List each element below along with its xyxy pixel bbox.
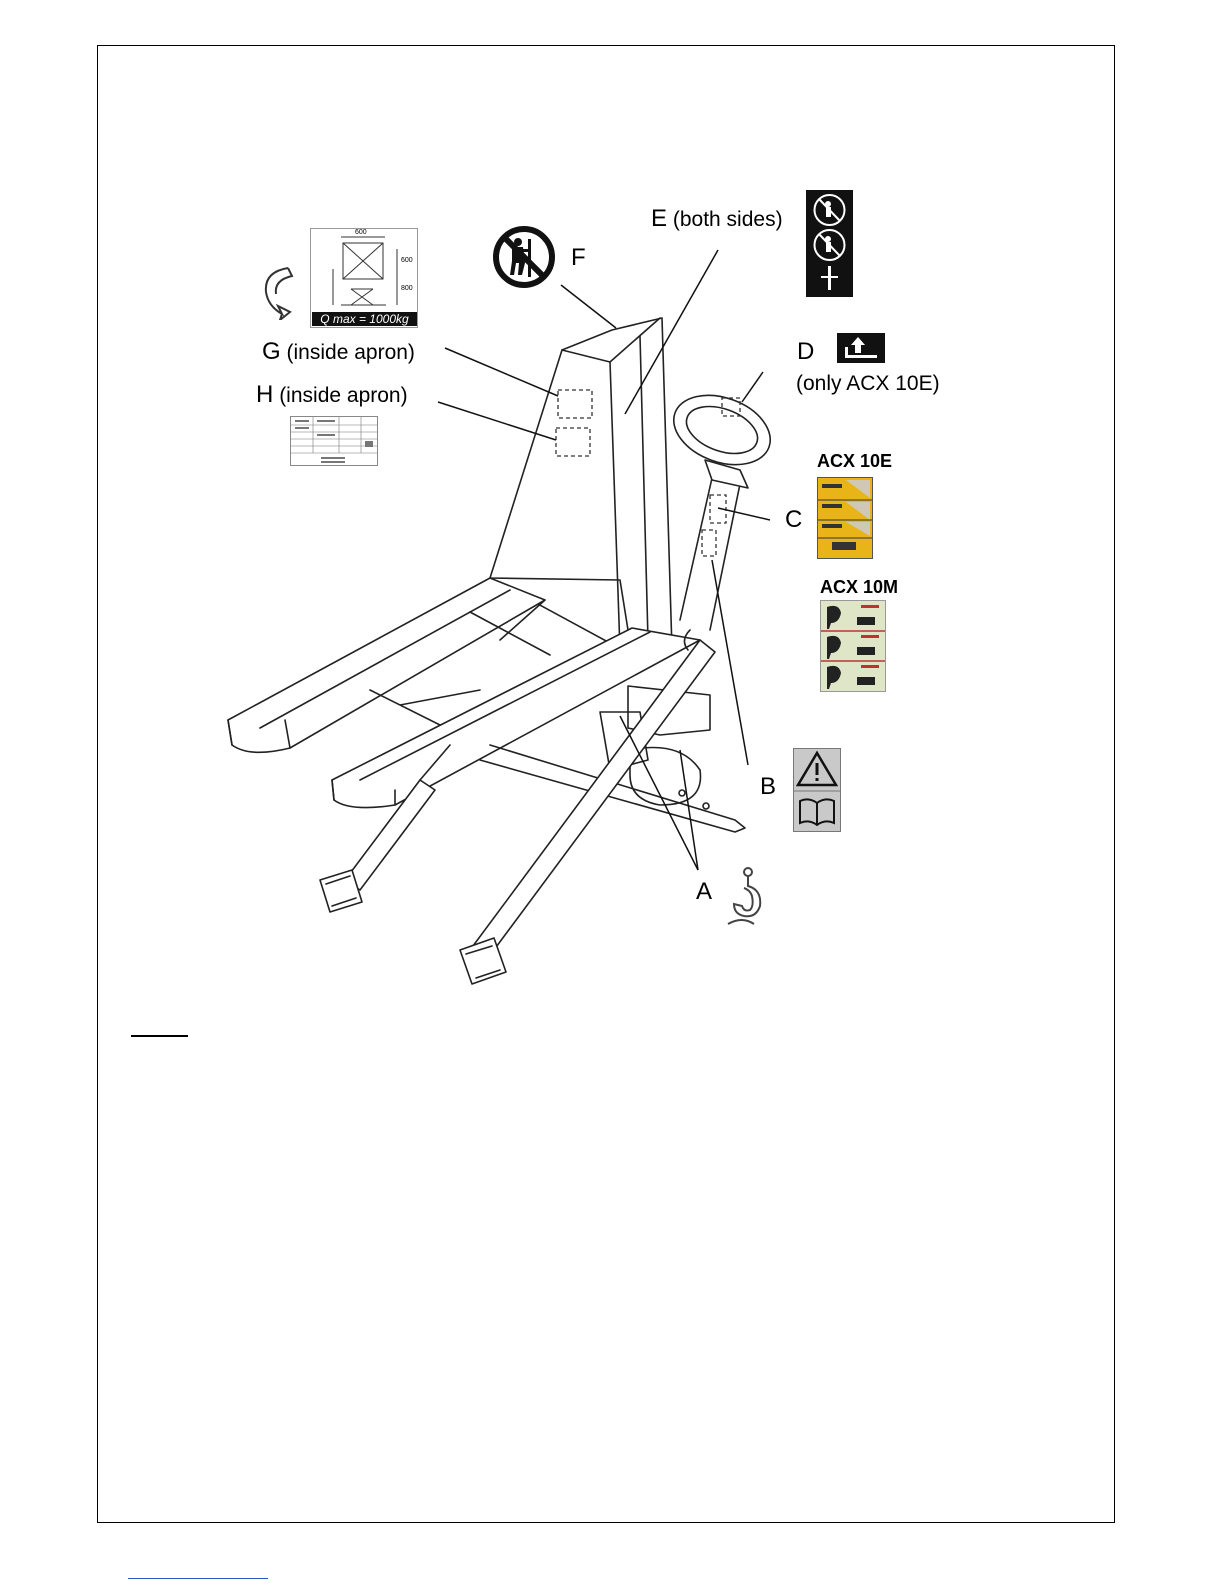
label-d-letter: D [797,338,814,365]
label-a-letter: A [696,878,712,905]
label-d: D [797,340,814,364]
sticker-b-warning [793,748,841,832]
acx10m-title: ACX 10M [820,577,898,598]
sticker-c-acx10m [820,600,886,692]
sticker-d-lift [837,333,885,363]
operation-instructions-icon [818,478,872,558]
warning-triangle-icon [798,753,836,785]
lever-instructions-icon [821,601,885,691]
acx10e-title: ACX 10E [817,451,892,472]
label-d-note: (only ACX 10E) [796,373,940,394]
label-f-letter: F [571,244,586,271]
rating-plate-icon [291,417,377,465]
manual-book-icon [800,799,834,825]
label-f: F [571,246,586,270]
dim-top: 600 [355,229,367,236]
no-riding-icon [806,190,853,297]
sticker-c-acx10e [817,477,873,559]
rotate-arrow-icon [258,262,298,320]
note-underline [131,1035,188,1037]
load-diagram-icon [311,229,417,313]
label-e-letter: E [651,205,667,232]
qmax-banner: Q max = 1000kg [312,312,417,326]
lift-arrow-icon [837,333,885,363]
no-riding-icon [492,225,556,289]
label-h-letter: H [256,381,273,408]
label-h: H (inside apron) [256,383,408,407]
dim-side-2: 800 [401,285,413,292]
warning-manual-graphic [794,749,840,831]
sticker-e-no-riding [806,190,853,297]
footer-link-underline[interactable] [128,1578,268,1579]
dim-side-1: 600 [401,257,413,264]
sticker-h-rating-plate [290,416,378,466]
label-c-letter: C [785,506,802,533]
label-b-letter: B [760,773,776,800]
label-g: G (inside apron) [262,340,415,364]
label-b: B [760,775,776,799]
label-g-letter: G [262,338,281,365]
label-h-text: (inside apron) [279,384,407,407]
sticker-f-no-riding [492,225,556,289]
label-g-text: (inside apron) [287,341,415,364]
pallet-truck-diagram [0,0,1225,1040]
label-a: A [696,880,712,904]
lifting-hook-icon [722,866,774,930]
label-d-text: (only ACX 10E) [796,372,940,395]
label-e-text: (both sides) [673,208,783,231]
label-c: C [785,508,802,532]
label-e: E (both sides) [651,207,783,231]
